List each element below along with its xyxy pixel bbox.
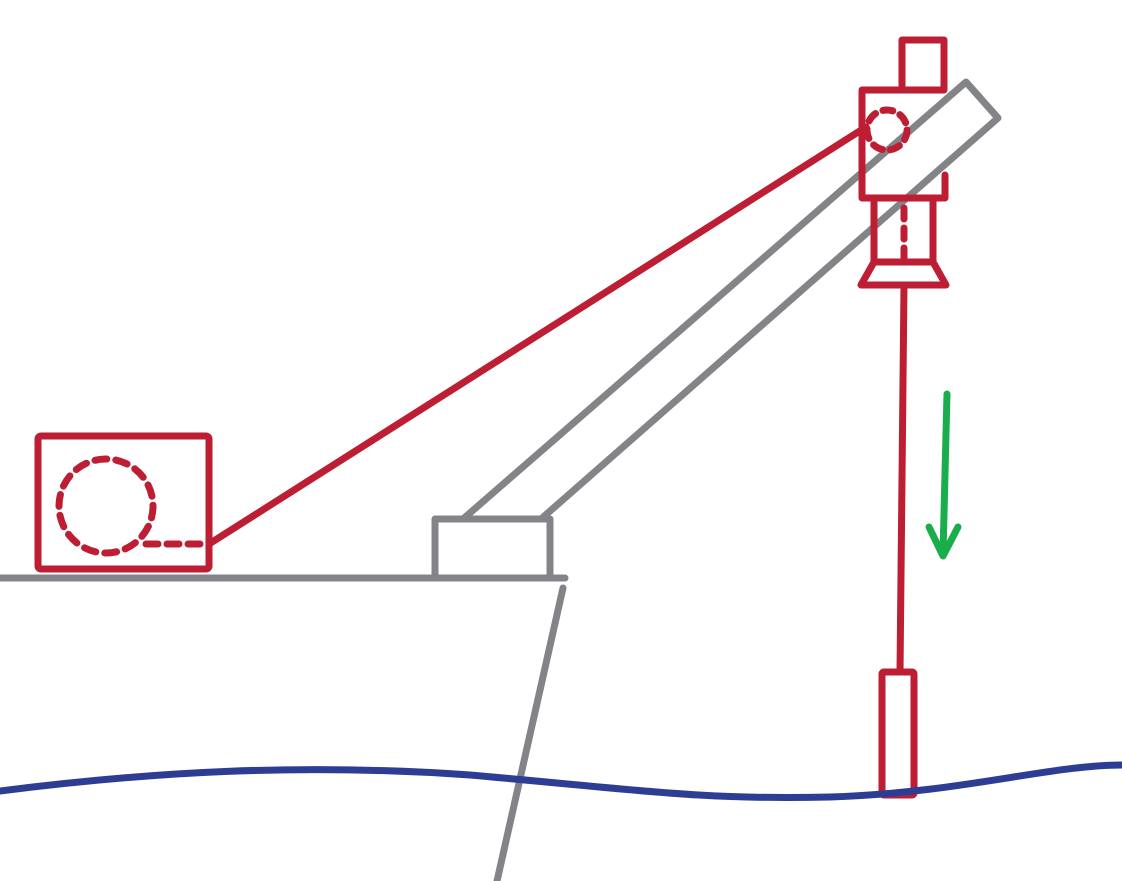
- hull-side-line: [493, 584, 567, 881]
- crane-boom: [459, 78, 1002, 523]
- pulley-icon: [857, 36, 950, 289]
- winch-to-sheave-cable: [205, 123, 870, 548]
- sheave-wheel-icon: [863, 106, 911, 154]
- winch-drum-icon: [55, 455, 157, 557]
- winch-housing: [34, 432, 213, 573]
- hull-outline: [0, 574, 569, 881]
- arrow-head: [925, 523, 962, 560]
- sheave-body: [858, 86, 949, 202]
- boom-pedestal: [431, 515, 554, 582]
- wave-line: [0, 761, 1122, 802]
- arrow-shaft: [939, 390, 951, 558]
- winch: [34, 432, 213, 573]
- arrow-down-icon: [925, 390, 962, 560]
- probe-icon: [878, 668, 918, 799]
- sheave-top-cap: [898, 36, 948, 94]
- cable-line: [896, 281, 908, 676]
